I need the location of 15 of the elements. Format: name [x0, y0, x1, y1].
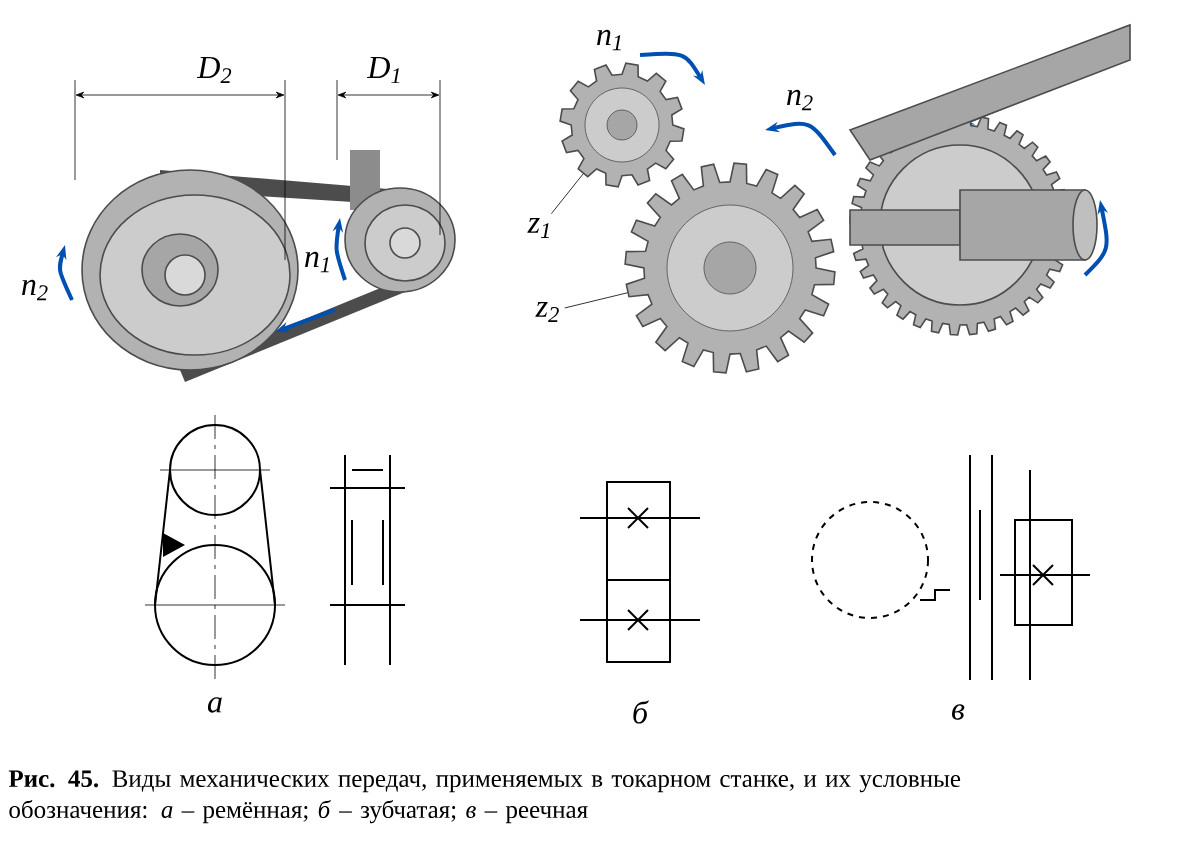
leader-line: [551, 173, 584, 215]
speed-label: n$_{1}$: [305, 251, 329, 273]
speed-label: n$_{2}$: [787, 89, 813, 111]
dimension-label: D$_{2}$: [197, 56, 232, 84]
figure-letter: в: [952, 704, 965, 720]
part-label: z$_{2}$: [535, 302, 559, 322]
part-label: z$_{1}$: [527, 218, 549, 238]
gear-drawing: [624, 162, 836, 374]
figure-letter: а: [207, 697, 222, 713]
leader-line: [564, 292, 628, 309]
figure-caption: Рис. 45. Виды механических передач, применяемых в токарном станке, и их условные обозначения: а – ремённая; б – зубчатая; в – реечная: [8, 770, 961, 824]
figure-letter: б: [633, 700, 649, 724]
dimension-label: D$_{1}$: [367, 56, 400, 84]
gear-drawing: [559, 62, 685, 188]
speed-label: n$_{2}$: [22, 279, 48, 301]
